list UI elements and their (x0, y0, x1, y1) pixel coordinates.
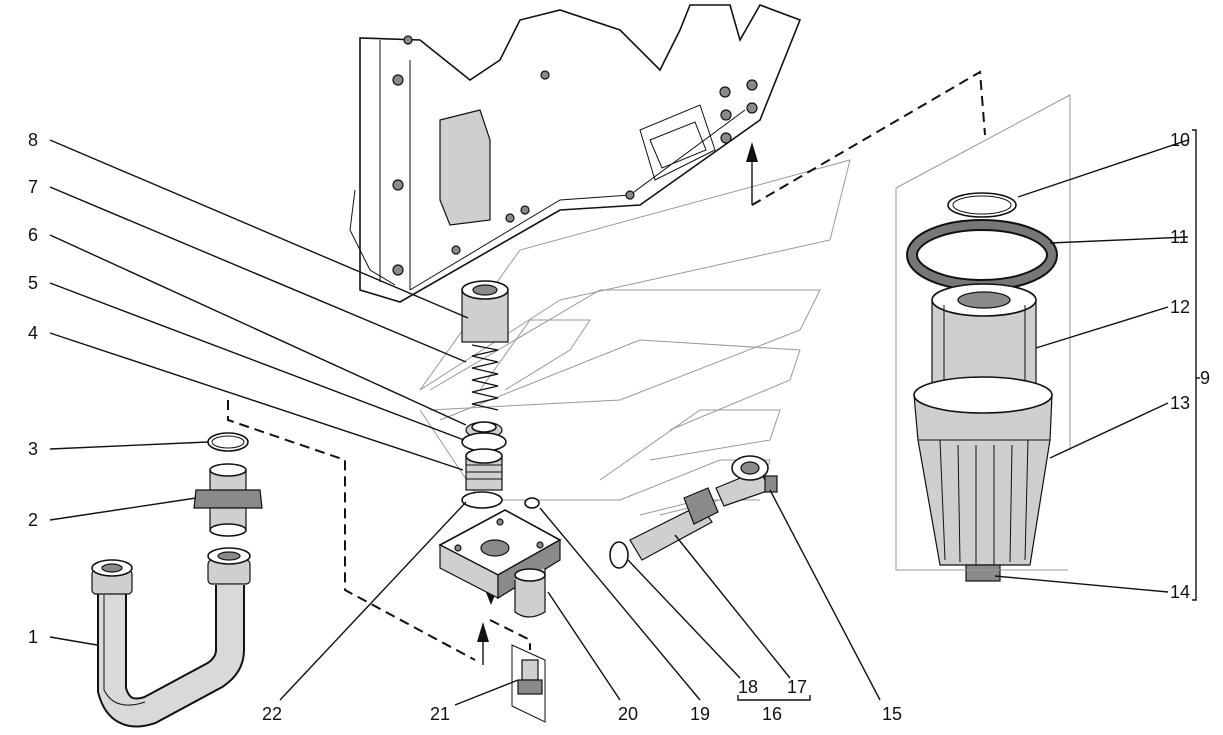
callout-5: 5 (28, 273, 38, 293)
part-1-u-pipe (91, 547, 251, 728)
part-4-valve (465, 448, 503, 491)
callout-6: 6 (28, 225, 38, 245)
callout-9: 9 (1200, 368, 1210, 388)
part-17-bolt (629, 487, 719, 561)
callout-12: 12 (1170, 297, 1190, 317)
callout-3: 3 (28, 439, 38, 459)
callout-labels: 8 7 6 5 4 3 2 1 10 11 12 9 13 14 22 21 2… (28, 130, 1210, 724)
part-13-filter-housing (913, 376, 1053, 566)
callout-11: 11 (1170, 227, 1189, 247)
housing (349, 4, 802, 303)
part-22-ring (461, 491, 503, 509)
callout-21: 21 (430, 704, 450, 724)
part-11-gasket (906, 219, 1058, 291)
part-19-ring (524, 497, 540, 509)
callout-10: 10 (1170, 130, 1190, 150)
callout-13: 13 (1170, 393, 1190, 413)
part-18-ring (609, 541, 629, 569)
callout-18: 18 (738, 677, 758, 697)
callout-17: 17 (787, 677, 807, 697)
callout-22: 22 (262, 704, 282, 724)
callout-14: 14 (1170, 582, 1190, 602)
part-10-ring (947, 192, 1017, 218)
callout-1: 1 (28, 627, 38, 647)
callout-15: 15 (882, 704, 902, 724)
callout-20: 20 (618, 704, 638, 724)
part-21-bolt (511, 644, 546, 723)
callout-7: 7 (28, 177, 38, 197)
assembly-guides (227, 70, 986, 665)
leader-lines (49, 129, 1200, 706)
part-20-flange (438, 509, 562, 618)
part-14-drain-plug (965, 564, 1001, 582)
part-7-spring (471, 344, 499, 411)
callout-8: 8 (28, 130, 38, 150)
part-8-sleeve (461, 280, 509, 343)
callout-19: 19 (690, 704, 710, 724)
part-2-nipple (193, 463, 263, 537)
callout-16: 16 (762, 704, 782, 724)
callout-2: 2 (28, 510, 38, 530)
part-15-banjo (715, 455, 778, 507)
callout-4: 4 (28, 323, 38, 343)
